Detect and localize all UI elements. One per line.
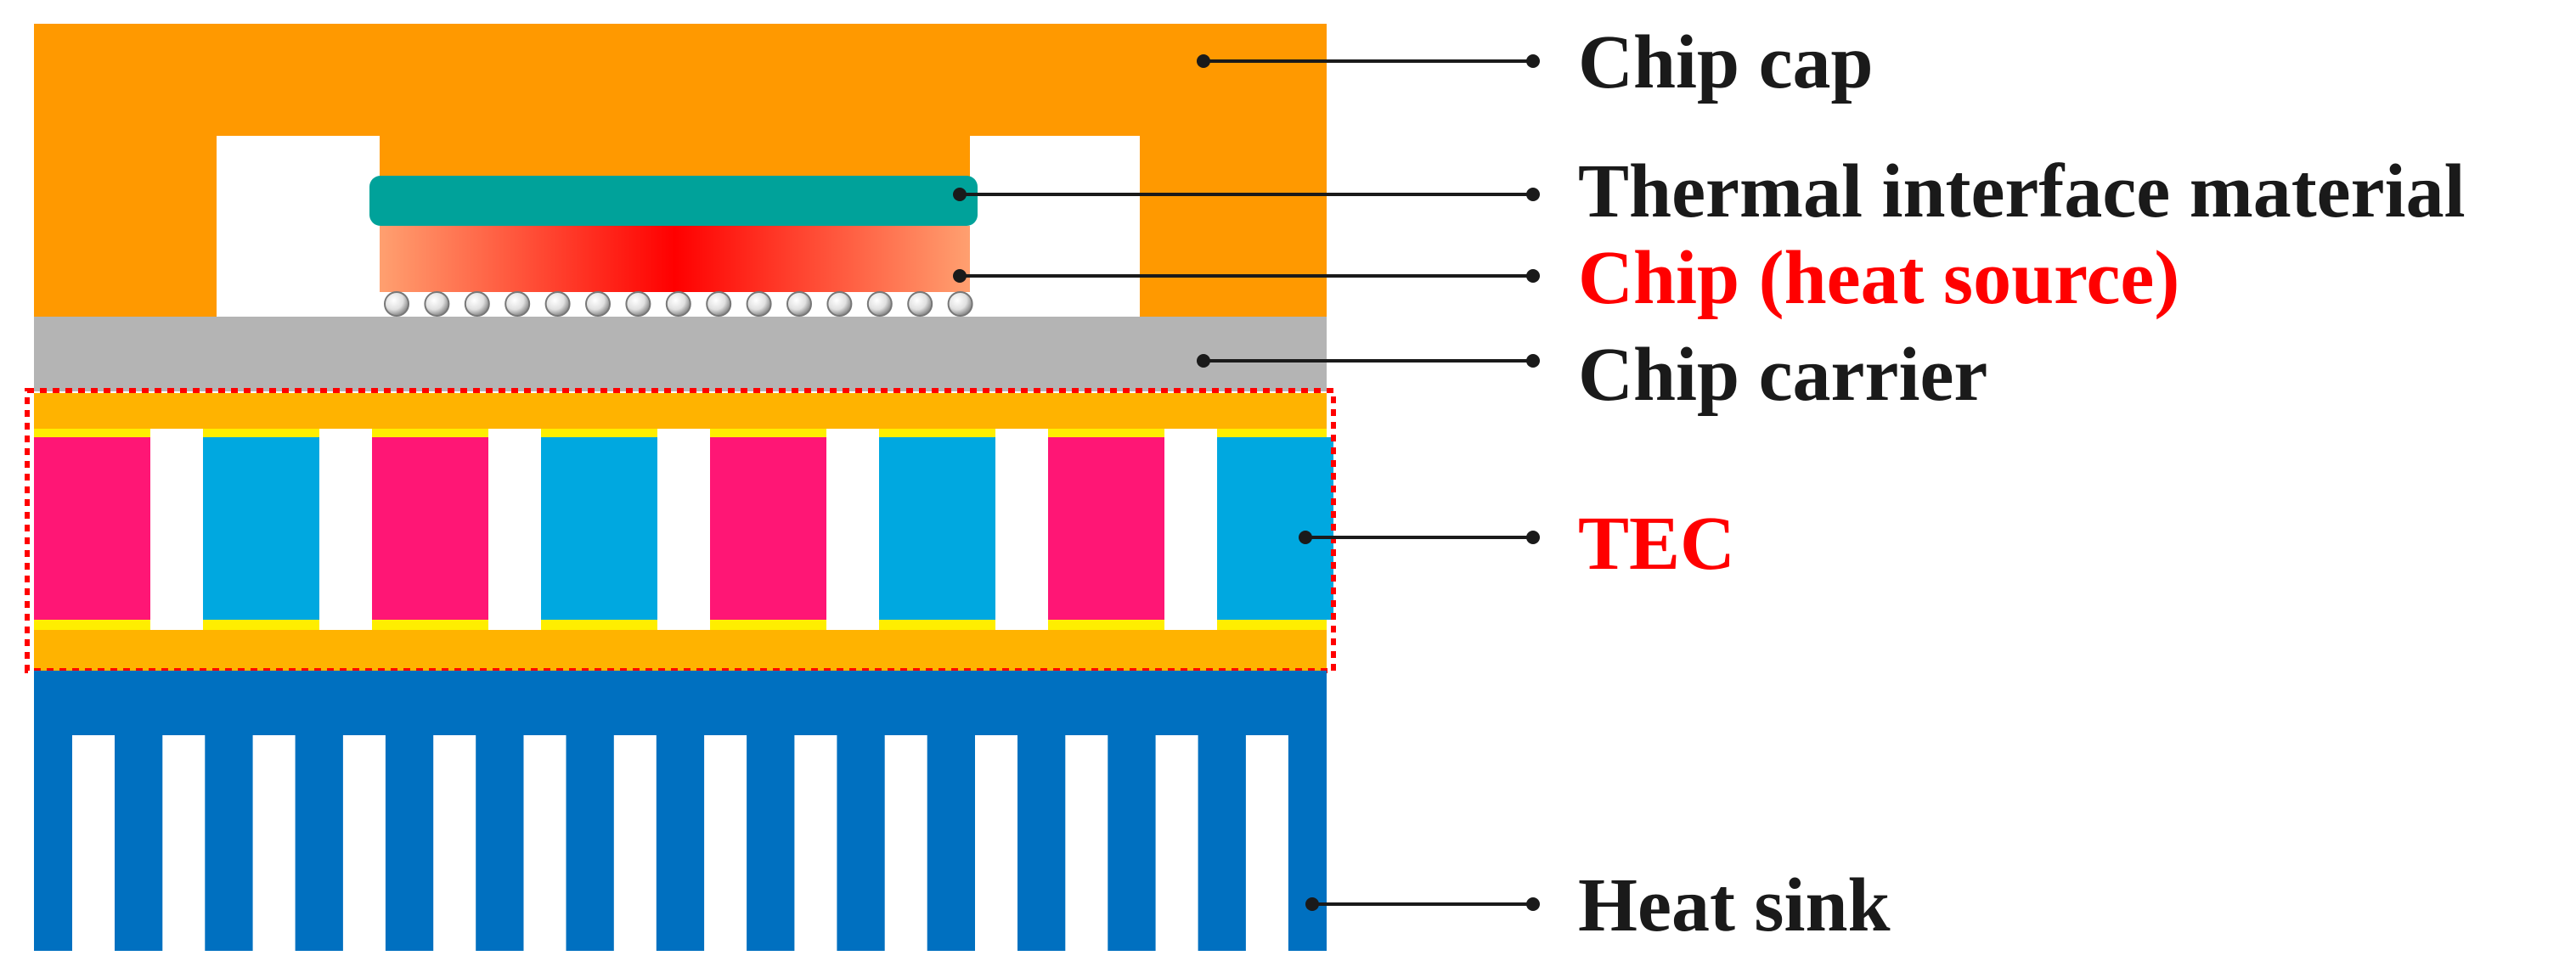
heat-sink-fin-gap	[342, 735, 386, 951]
heat-sink-fin-gap	[1245, 735, 1288, 951]
leader-tec	[1299, 531, 1540, 544]
tec-dotted-outline	[25, 388, 1336, 673]
tec-thermoelectric-legs	[34, 429, 1333, 630]
heat-sink-fin-gap	[1155, 735, 1198, 951]
tec-leg-gap	[995, 429, 1048, 630]
tec-n-type-leg	[203, 437, 319, 620]
leader-chip-carrier	[1197, 354, 1540, 368]
label-chip-heat-source: Chip (heat source)	[1578, 236, 2179, 320]
heat-sink-fin-gap	[1065, 735, 1108, 951]
solder-ball	[706, 291, 732, 317]
solder-ball	[625, 291, 651, 317]
tec-leg-gap	[657, 429, 710, 630]
leader-chip	[953, 269, 1540, 283]
label-tec: TEC	[1578, 502, 1735, 586]
heat-sink-fin-gap	[72, 735, 115, 951]
tec-n-type-leg	[541, 437, 657, 620]
chip-heat-source	[380, 226, 970, 292]
solder-ball	[665, 291, 691, 317]
heat-sink-fin-gap	[794, 735, 837, 951]
heat-sink-fin-gap	[252, 735, 296, 951]
tec-n-type-leg	[879, 437, 995, 620]
solder-ball	[826, 291, 853, 317]
heat-sink-fin-gap	[523, 735, 566, 951]
solder-ball	[424, 291, 450, 317]
tec-p-type-leg	[372, 437, 488, 620]
heat-sink-fin-gap	[162, 735, 206, 951]
heat-sink-fin-gaps	[72, 735, 1288, 951]
tec-leg-gap	[1164, 429, 1217, 630]
tec-module	[25, 388, 1336, 673]
solder-ball	[384, 291, 409, 317]
tec-substrate-bottom	[34, 630, 1327, 671]
tec-leg-gap	[150, 429, 203, 630]
heat-sink-fin-gap	[704, 735, 747, 951]
solder-ball	[504, 291, 531, 317]
heat-sink-fin-gap	[433, 735, 476, 951]
tec-leg-gap	[826, 429, 879, 630]
heat-sink-fin-gap	[613, 735, 657, 951]
solder-ball	[585, 291, 611, 317]
leader-heat-sink	[1305, 897, 1540, 911]
label-heat-sink: Heat sink	[1578, 863, 1891, 947]
solder-ball	[746, 291, 772, 317]
chip-cap-cavity-right	[970, 136, 1140, 317]
leader-chip-cap	[1197, 54, 1540, 68]
tec-p-type-leg	[1048, 437, 1164, 620]
component-labels: Chip cap Thermal interface material Chip…	[1578, 20, 2466, 947]
thermal-interface-material	[369, 176, 978, 226]
tec-p-type-leg	[710, 437, 826, 620]
tec-p-type-leg	[34, 437, 150, 620]
solder-ball	[786, 291, 812, 317]
leader-lines	[953, 54, 1540, 911]
heat-sink-fin-gap	[975, 735, 1017, 951]
solder-ball	[907, 291, 933, 317]
label-chip-carrier: Chip carrier	[1578, 333, 1987, 417]
label-thermal-interface-material: Thermal interface material	[1578, 149, 2466, 233]
solder-ball	[544, 291, 571, 317]
solder-ball	[866, 291, 893, 317]
solder-ball-array	[384, 291, 973, 317]
heat-sink-fin-gap	[884, 735, 927, 951]
heat-sink	[34, 671, 1327, 951]
leader-tim	[953, 188, 1540, 201]
solder-ball	[464, 291, 490, 317]
tec-leg-gap	[319, 429, 372, 630]
chip-carrier	[34, 317, 1327, 391]
chip-cap-cavity-left	[217, 136, 380, 317]
tec-leg-gap	[488, 429, 541, 630]
tec-substrate-top	[34, 393, 1327, 429]
tec-n-type-leg	[1217, 437, 1333, 620]
heat-sink-body	[34, 671, 1327, 951]
solder-ball	[947, 291, 973, 317]
label-chip-cap: Chip cap	[1578, 20, 1874, 104]
